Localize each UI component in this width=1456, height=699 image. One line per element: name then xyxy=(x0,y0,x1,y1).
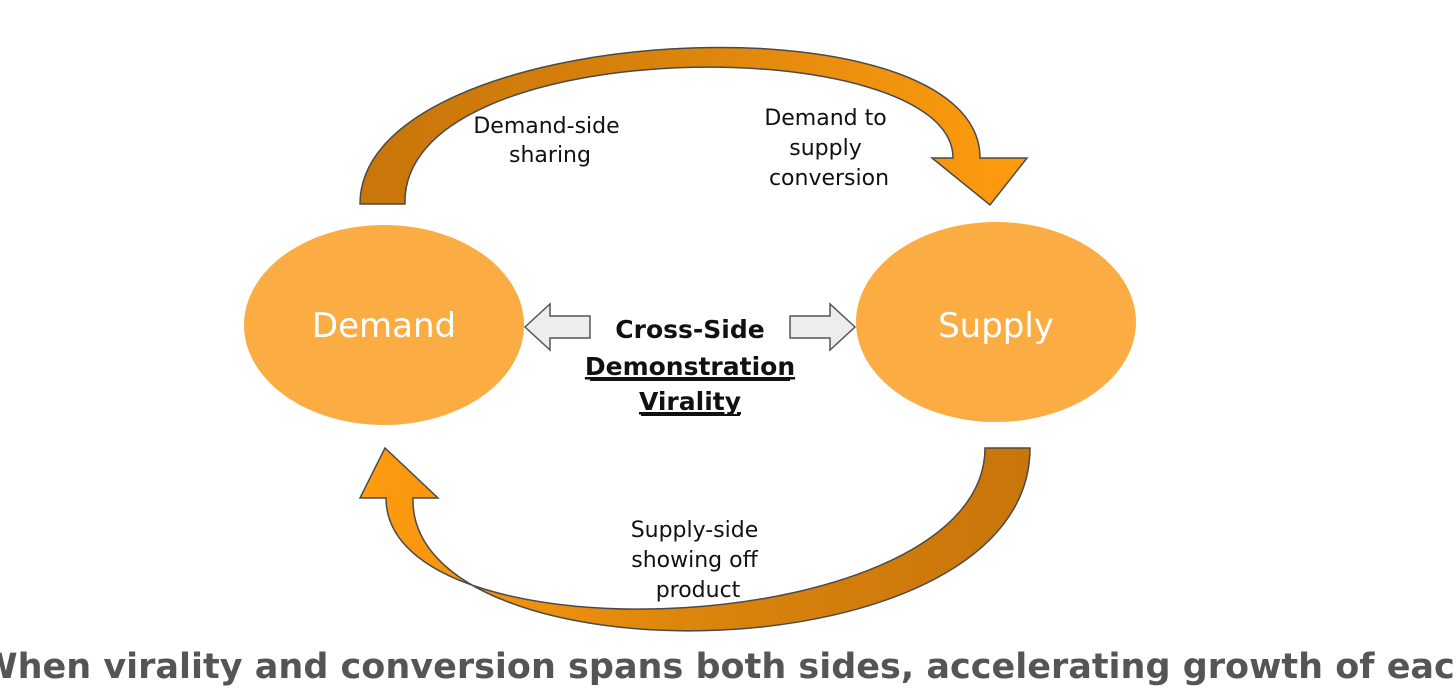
demand-to-supply-line-3: conversion xyxy=(769,166,889,191)
supply-side-showing-line-2: showing off xyxy=(631,548,758,573)
demand-side-sharing-line-1: Demand-side xyxy=(473,114,619,139)
left-block-arrow xyxy=(523,302,591,352)
bottom-curved-arrow xyxy=(358,446,1031,632)
center-label-cross-side: Cross-Side xyxy=(615,315,764,344)
right-block-arrow xyxy=(789,302,857,352)
supply-node-label: Supply xyxy=(938,306,1054,346)
top-curved-arrow xyxy=(359,46,1029,207)
demand-node xyxy=(244,225,524,425)
demand-to-supply-line-1: Demand to xyxy=(764,106,886,131)
demand-to-supply-line-2: supply xyxy=(789,136,861,161)
center-label-virality: Virality xyxy=(639,387,741,416)
demand-node-label: Demand xyxy=(312,306,456,346)
supply-side-showing-line-1: Supply-side xyxy=(631,518,759,543)
supply-node xyxy=(856,222,1136,422)
demand-side-sharing-label: Demand-side sharing xyxy=(473,114,626,168)
demand-to-supply-label: Demand to supply conversion xyxy=(764,106,893,191)
supply-side-showing-line-3: product xyxy=(656,578,741,603)
demand-side-sharing-line-2: sharing xyxy=(509,143,591,168)
supply-side-showing-label: Supply-side showing off product xyxy=(631,518,766,603)
center-label-demonstration: Demonstration xyxy=(585,352,795,381)
caption: When virality and conversion spans both … xyxy=(0,647,1456,687)
